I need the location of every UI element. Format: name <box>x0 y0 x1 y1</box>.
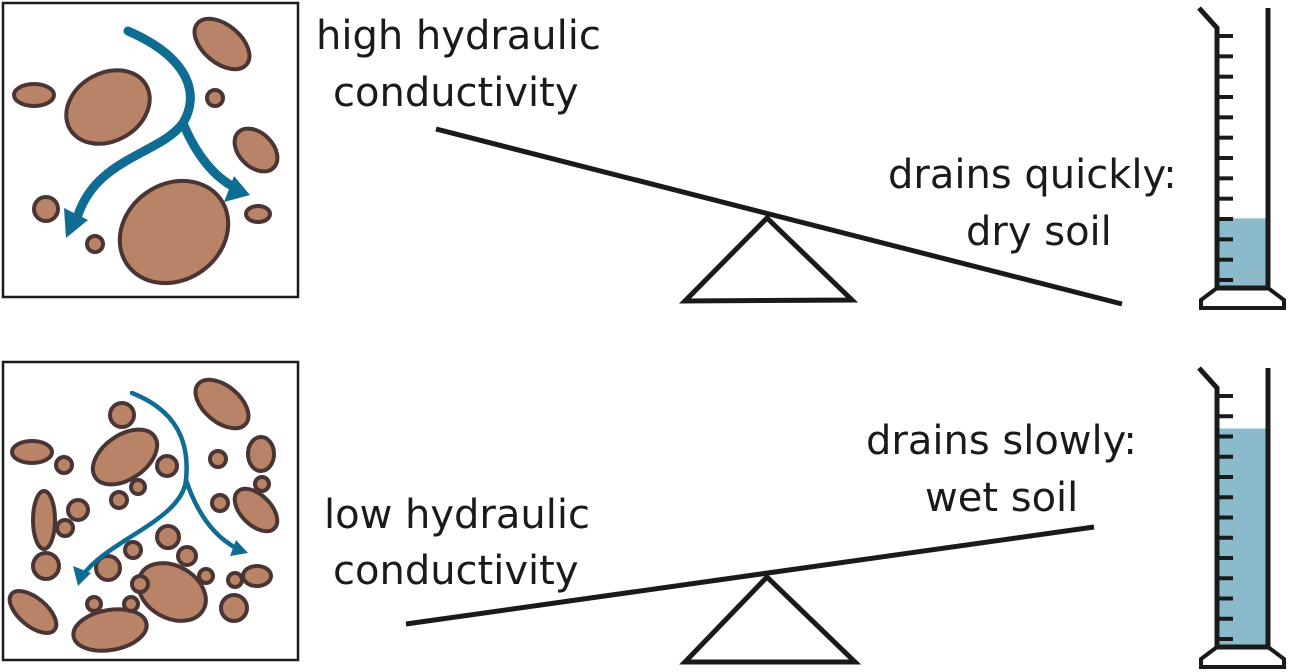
arrowhead-icon <box>73 566 91 586</box>
fine-soil-grains <box>7 377 280 653</box>
arrowhead-icon <box>230 540 248 556</box>
soil-grain <box>176 545 198 567</box>
soil-grain <box>31 489 57 551</box>
top-graduated-cylinder <box>1197 6 1286 310</box>
soil-grain <box>155 524 181 550</box>
soil-grain <box>54 455 74 475</box>
soil-grain <box>64 68 152 146</box>
top-conductivity-label-line2: conductivity <box>333 70 579 116</box>
soil-grain <box>85 595 103 613</box>
seesaw-beam <box>405 524 1095 627</box>
soil-grain <box>10 439 54 465</box>
soil-grain <box>66 498 90 522</box>
soil-grain <box>136 561 208 623</box>
arrowhead-icon <box>64 208 88 238</box>
soil-grain <box>55 518 75 538</box>
coarse-soil-panel <box>1 1 300 299</box>
bottom-result-label-line1: drains slowly: <box>866 418 1137 464</box>
soil-grain <box>155 454 179 478</box>
soil-grain <box>219 593 249 623</box>
bottom-result-label-line2: wet soil <box>925 475 1079 521</box>
soil-grain <box>244 204 272 224</box>
water-level <box>1217 218 1268 288</box>
soil-grain <box>193 377 251 431</box>
water-flow-arrows <box>64 26 250 238</box>
soil-grain <box>85 234 105 254</box>
coarse-soil-grains <box>12 16 280 286</box>
top-result-label-line2: dry soil <box>966 209 1112 255</box>
soil-grain <box>205 88 225 108</box>
bottom-graduated-cylinder <box>1197 366 1286 669</box>
soil-grain <box>117 178 231 286</box>
soil-grain <box>90 427 160 487</box>
soil-grain <box>94 554 122 582</box>
soil-grain <box>208 449 228 469</box>
arrowhead-icon <box>224 176 250 202</box>
bottom-conductivity-label-line2: conductivity <box>333 548 579 594</box>
soil-grain <box>253 475 271 493</box>
soil-grain <box>246 435 276 473</box>
seesaw-fulcrum <box>679 573 862 665</box>
soil-grain <box>129 478 147 496</box>
soil-grain <box>12 82 56 108</box>
seesaw-beam <box>435 126 1123 307</box>
soil-grain <box>109 490 129 510</box>
soil-grain <box>7 589 59 635</box>
soil-grain <box>130 574 150 594</box>
soil-grain <box>123 540 143 560</box>
soil-grain <box>241 564 273 588</box>
top-result-label-line1: drains quickly: <box>888 152 1177 198</box>
soil-grain <box>232 126 280 174</box>
soil-grain <box>108 401 136 429</box>
soil-grain <box>71 607 149 653</box>
top-seesaw <box>435 126 1123 307</box>
cylinder-base <box>1199 286 1286 310</box>
seesaw-fulcrum <box>678 214 859 304</box>
top-conductivity-label-line1: high hydraulic <box>316 13 601 59</box>
soil-grain <box>210 493 230 513</box>
bottom-seesaw <box>405 524 1095 665</box>
bottom-conductivity-label-line1: low hydraulic <box>324 492 590 538</box>
soil-grain <box>31 551 61 581</box>
soil-grain <box>122 595 140 613</box>
water-flow-arrows <box>73 390 248 586</box>
soil-grain <box>32 195 60 223</box>
soil-grain <box>232 486 280 534</box>
soil-grain <box>197 567 215 585</box>
soil-grain <box>192 16 252 72</box>
cylinder-base <box>1199 645 1286 669</box>
soil-grain <box>226 571 244 589</box>
fine-soil-panel <box>1 360 300 662</box>
